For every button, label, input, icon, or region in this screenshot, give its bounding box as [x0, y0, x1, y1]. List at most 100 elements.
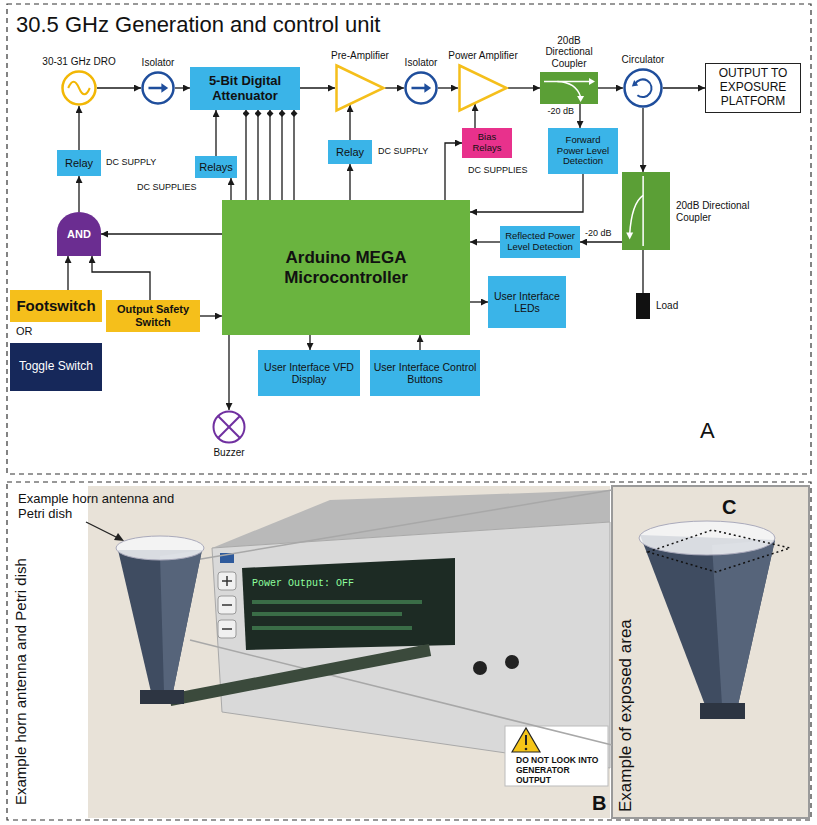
ui-box: User Interface VFD Display	[258, 350, 360, 396]
connector	[385, 87, 404, 88]
coupler-box: 20dB Directional Coupler	[622, 172, 670, 250]
output-box: OUTPUT TO EXPOSURE PLATFORM	[705, 63, 801, 113]
horn-antenna	[118, 550, 202, 692]
coupler-curve	[630, 195, 643, 234]
warning-triangle	[512, 728, 540, 752]
plus-symbol	[226, 576, 228, 586]
node-text: Bias Relays	[462, 132, 512, 154]
shape-outline	[404, 71, 438, 105]
connector	[580, 241, 622, 242]
connector	[200, 315, 222, 316]
connector	[419, 335, 420, 350]
connector	[97, 87, 141, 88]
display-line	[252, 612, 402, 616]
isolator-arrow	[148, 87, 163, 90]
device-display	[242, 558, 455, 650]
coupler-curve	[557, 82, 580, 97]
panel-frame	[7, 482, 811, 820]
connector	[228, 335, 229, 410]
panel-letter: C	[722, 496, 736, 519]
connector	[598, 87, 623, 88]
shape-outline	[622, 172, 670, 250]
connector	[230, 178, 231, 200]
shape-outline	[623, 68, 663, 108]
diagram-title: 30.5 GHz Generation and control unit	[16, 12, 380, 37]
node-text: Relay	[57, 157, 101, 170]
supply-label: DC SUPPLIES	[137, 182, 197, 192]
coupler-box: 20dB Directional Coupler	[540, 72, 598, 104]
device-button	[218, 596, 236, 614]
node-text: Isolator	[405, 57, 438, 69]
node-text: Load	[656, 300, 678, 312]
node-text: User Interface LEDs	[488, 290, 566, 314]
shape-outline	[540, 72, 598, 104]
node-text: AND	[57, 228, 101, 241]
display-line	[252, 626, 412, 630]
connector	[293, 110, 294, 200]
isolator-arrowhead	[161, 83, 168, 93]
amplifier-triangle	[337, 66, 384, 111]
node-text: Arduino MEGA Microcontroller	[222, 248, 470, 287]
connector	[101, 233, 222, 234]
horn-antenna-side	[160, 550, 202, 692]
relay-box: Relays	[195, 156, 237, 178]
connector	[663, 87, 705, 88]
horn-flange	[700, 703, 745, 719]
node-text: Toggle Switch	[10, 360, 102, 374]
node-text: 5-Bit Digital Attenuator	[190, 74, 300, 104]
panel-frame	[7, 4, 811, 474]
connector	[474, 104, 475, 128]
display-text: Power Output: OFF	[252, 578, 354, 590]
connector	[470, 241, 500, 242]
buzzer-cross	[218, 416, 240, 438]
connector	[67, 256, 68, 290]
connector	[438, 87, 458, 88]
connector	[215, 110, 216, 156]
amplifier-triangle	[460, 66, 507, 111]
buzzer-symbol: Buzzer	[212, 410, 246, 444]
petri-dish	[116, 536, 204, 560]
detector-box: Forward Power Level Detection	[548, 128, 618, 174]
coupler-body	[540, 72, 598, 104]
leader-arrowhead	[114, 533, 124, 541]
node-text: Pre-Amplifier	[331, 50, 389, 62]
node-text: Forward Power Level Detection	[548, 135, 618, 168]
shape-outline	[335, 64, 385, 112]
bias-relay-box: Bias Relays	[462, 128, 512, 158]
photo-caption: Example horn antenna and Petri dish	[12, 558, 29, 805]
connector	[78, 106, 79, 150]
connector	[470, 174, 583, 212]
horn-antenna-side	[712, 540, 775, 705]
node-text: User Interface Control Buttons	[370, 361, 480, 385]
connector	[300, 87, 335, 88]
coupling-label: -20 dB	[585, 228, 612, 238]
exposed-area-outline	[648, 530, 790, 572]
isolator-arrow	[411, 87, 426, 90]
shape-outline	[141, 71, 175, 105]
coupler-arrowhead	[626, 232, 633, 239]
node-text: 20dB Directional Coupler	[538, 35, 600, 70]
buzzer-circle	[214, 412, 245, 443]
connector	[642, 250, 643, 293]
node-text: 20dB Directional Coupler	[676, 200, 756, 223]
supply-label: DC SUPPLIES	[468, 165, 528, 175]
load-block: Load	[636, 293, 650, 319]
isolator-arrowhead	[424, 83, 431, 93]
ui-box: User Interface Control Buttons	[370, 350, 480, 396]
amplifier-symbol: Power Amplifier	[458, 64, 508, 112]
shape-outline	[458, 64, 508, 112]
device-button	[218, 620, 236, 638]
supply-label: DC SUPPLY	[378, 146, 428, 156]
connector	[78, 176, 79, 212]
connector	[470, 301, 488, 302]
node-text: User Interface VFD Display	[258, 361, 360, 385]
circulator-arc	[635, 79, 652, 97]
isolator-circle	[406, 73, 437, 104]
inset-background	[612, 486, 809, 818]
coupler-arrowhead	[589, 78, 595, 85]
oscillator-symbol: 30-31 GHz DRO	[61, 70, 97, 106]
photo-caption: Example of exposed area	[616, 619, 636, 812]
ui-box: User Interface LEDs	[488, 276, 566, 328]
